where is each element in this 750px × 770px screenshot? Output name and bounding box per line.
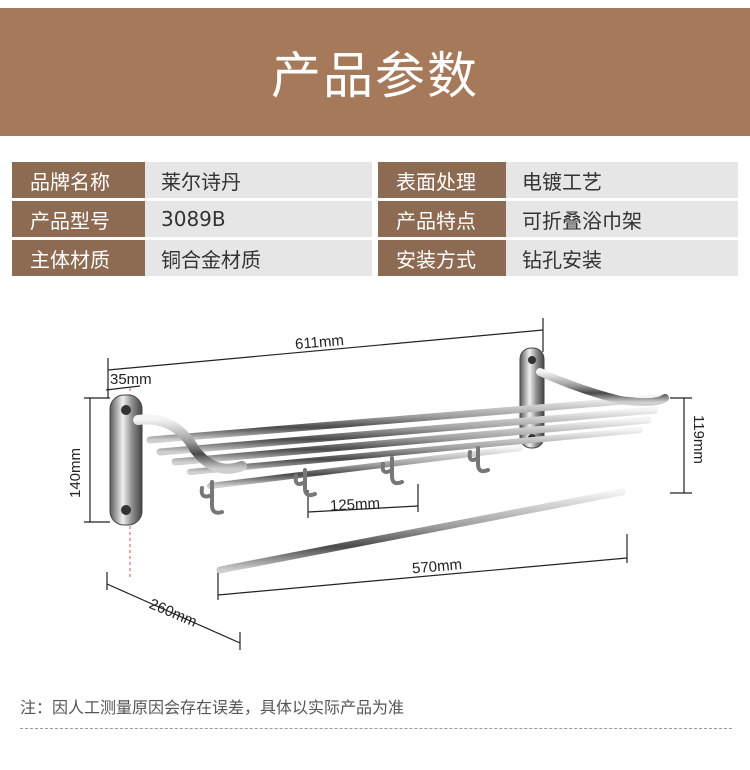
spec-label-brand: 品牌名称	[12, 162, 145, 198]
page-title: 产品参数	[271, 47, 479, 105]
spec-value-install: 钻孔安装	[506, 240, 738, 276]
dim-bar-length: 570mm	[411, 556, 462, 577]
dimension-lines	[84, 318, 692, 650]
spec-value-surface: 电镀工艺	[506, 162, 738, 198]
spec-label-material: 主体材质	[12, 240, 145, 276]
dim-hook-spacing: 125mm	[330, 495, 381, 515]
product-dimension-diagram: 611mm 35mm 140mm 119mm 125mm 570mm 260mm	[67, 318, 707, 650]
dim-height-right: 119mm	[690, 415, 707, 464]
spec-label-surface: 表面处理	[378, 162, 506, 198]
spec-value-feature: 可折叠浴巾架	[506, 201, 738, 237]
dim-depth: 260mm	[147, 596, 200, 631]
footer-note: 注：因人工测量原因会存在误差，具体以实际产品为准	[20, 698, 405, 717]
spec-value-brand: 莱尔诗丹	[145, 162, 372, 198]
spec-label-install: 安装方式	[378, 240, 506, 276]
title-banner: 产品参数	[0, 8, 750, 136]
dim-overall-length: 611mm	[294, 332, 344, 353]
towel-rack-illustration	[109, 347, 669, 576]
dim-height-left: 140mm	[67, 448, 84, 498]
spec-value-material: 铜合金材质	[145, 240, 372, 276]
spec-value-model: 3089B	[145, 201, 372, 237]
footer-divider	[20, 728, 732, 729]
spec-label-model: 产品型号	[12, 201, 145, 237]
spec-label-feature: 产品特点	[378, 201, 506, 237]
spec-table: 品牌名称 莱尔诗丹 表面处理 电镀工艺 产品型号 3089B 产品特点 可折叠浴…	[0, 0, 750, 300]
dim-bracket-width: 35mm	[110, 371, 152, 388]
